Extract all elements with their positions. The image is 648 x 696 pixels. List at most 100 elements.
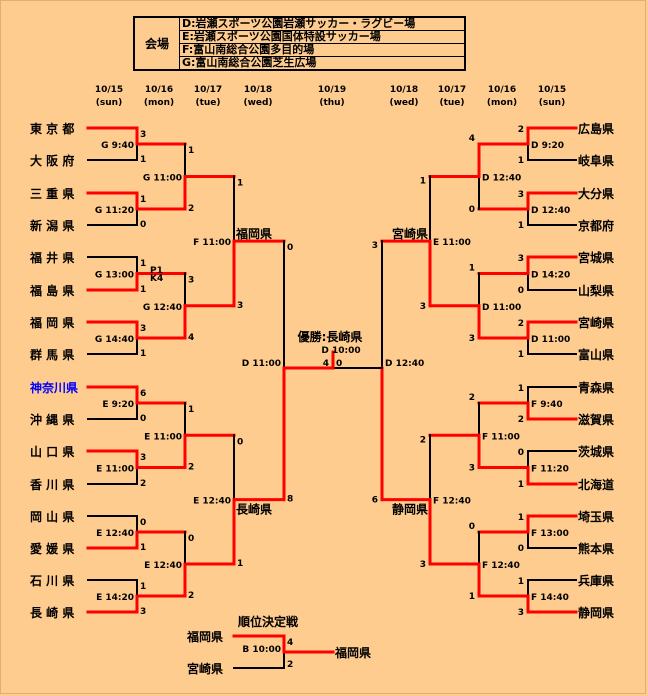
left-team-name: 神奈川県 [30, 380, 78, 395]
left-team-name: 岡 山 県 [30, 509, 74, 524]
right-r2-score-top: 0 [469, 522, 475, 532]
left-team-name: 東 京 都 [30, 121, 74, 136]
right-team-name: 北海道 [578, 477, 614, 492]
left-team-name: 三 重 県 [30, 186, 74, 201]
third-place-score-top: 4 [287, 638, 293, 648]
right-team-name: 宮崎県 [578, 315, 614, 330]
right-r1-score-bottom: 1 [518, 350, 524, 360]
left-r1-match-3-score-bottom: 1 [140, 285, 146, 295]
right-r1-score-bottom: 1 [518, 221, 524, 231]
right-r2-score-bottom: 3 [469, 464, 475, 474]
right-r1-score-bottom: 0 [518, 286, 524, 296]
right-r1-score-bottom: 1 [518, 156, 524, 166]
right-r3-score-top: 1 [420, 177, 426, 187]
left-r2-time: E 11:00 [144, 432, 182, 442]
left-r3-time: E 12:40 [193, 497, 231, 507]
left-team-name: 山 口 県 [30, 444, 74, 459]
penalty-note: P1 [150, 266, 163, 276]
left-r2-time: G 12:40 [143, 303, 182, 313]
right-r1-score-top: 3 [518, 190, 524, 200]
final-time: D 10:00 [321, 346, 360, 356]
left-team-name: 長 崎 県 [30, 605, 74, 620]
date-column-4: 10/19(thu) [309, 84, 355, 110]
right-team-name: 山梨県 [578, 283, 614, 298]
right-r2-score-top: 2 [469, 393, 475, 403]
left-r1-match-3-score-top: 1 [140, 259, 146, 269]
right-r2-score-bottom: 0 [469, 205, 475, 215]
right-r1-score-bottom: 0 [518, 544, 524, 554]
right-r2-score-top: 1 [469, 264, 475, 274]
left-r3-winner-name: 福岡県 [235, 226, 272, 241]
left-r3-score-bottom: 3 [237, 301, 243, 311]
left-r3-time: F 11:00 [193, 238, 231, 248]
date-column-6: 10/17(tue) [429, 84, 475, 110]
right-team-name: 富山県 [578, 347, 614, 362]
day-label: (thu) [319, 98, 345, 108]
day-label: (wed) [389, 98, 419, 108]
right-team-name: 静岡県 [578, 605, 614, 620]
left-r1-match-5-score-bottom: 0 [140, 414, 146, 424]
right-r3-score-bottom: 3 [420, 302, 426, 312]
right-r1-time: D 9:20 [531, 141, 564, 151]
venue-f: F:富山南総合公園多目的場 [179, 43, 466, 57]
right-r2-time: D 11:00 [482, 303, 521, 313]
date-column-1: 10/16(mon) [136, 84, 182, 110]
right-r1-score-bottom: 3 [518, 608, 524, 618]
day-label: (wed) [243, 98, 273, 108]
left-r1-match-1-time: G 9:40 [101, 141, 134, 151]
right-team-name: 広島県 [578, 121, 614, 136]
left-team-name: 群 馬 県 [29, 347, 74, 362]
left-r1-match-1-score-bottom: 1 [140, 155, 146, 165]
left-r1-match-2-time: G 11:20 [95, 206, 134, 216]
right-r2-score-bottom: 1 [469, 592, 475, 602]
left-r1-match-5-time: E 9:20 [102, 400, 134, 410]
venue-g: G:富山南総合公園芝生広場 [179, 56, 466, 71]
date-label: 10/16 [144, 85, 174, 95]
right-r1-score-top: 1 [518, 577, 524, 587]
date-column-5: 10/18(wed) [381, 84, 427, 110]
right-r2-score-bottom: 3 [469, 334, 475, 344]
left-team-name: 香 川 県 [29, 477, 74, 492]
date-label: 10/17 [437, 85, 467, 95]
left-r2-score-bottom: 2 [188, 463, 194, 473]
date-label: 10/16 [487, 85, 517, 95]
right-r2-time: D 12:40 [482, 174, 521, 184]
date-column-3: 10/18(wed) [235, 84, 281, 110]
left-team-name: 沖 縄 県 [30, 412, 74, 427]
left-r1-match-4-time: G 14:40 [95, 335, 134, 345]
date-column-2: 10/17(tue) [185, 84, 231, 110]
left-r2-score-top: 3 [188, 276, 194, 286]
left-team-name: 愛 媛 県 [30, 541, 74, 556]
left-r1-match-5-score-top: 6 [140, 389, 146, 399]
right-r1-score-top: 2 [518, 319, 524, 329]
left-r3-score-bottom: 1 [237, 559, 243, 569]
right-r3-score-top: 2 [420, 435, 426, 445]
right-team-name: 兵庫県 [578, 573, 614, 588]
third-place-title: 順位決定戦 [237, 614, 299, 629]
date-column-0: 10/15(sun) [86, 84, 132, 110]
left-r1-match-7-score-bottom: 1 [140, 543, 146, 553]
right-r1-score-bottom: 2 [518, 415, 524, 425]
left-r2-score-bottom: 4 [188, 333, 194, 343]
left-team-name: 福 島 県 [29, 283, 74, 298]
right-team-name: 宮城県 [578, 250, 614, 265]
left-r1-match-2-score-top: 1 [140, 195, 146, 205]
right-r1-score-top: 3 [518, 254, 524, 264]
right-r2-time: F 11:00 [482, 432, 520, 442]
final-score-left: 4 [323, 359, 329, 369]
right-r3-time: E 11:00 [433, 238, 471, 248]
left-r2-score-top: 1 [188, 405, 194, 415]
left-r1-match-2-score-bottom: 0 [140, 220, 146, 230]
venue-legend: 会場 D:岩瀬スポーツ公園岩瀬サッカー・ラグビー場 E:岩瀬スポーツ公園国体特設… [133, 16, 466, 71]
right-r1-score-top: 1 [518, 384, 524, 394]
day-label: (sun) [538, 98, 566, 108]
right-team-name: 青森県 [578, 380, 614, 395]
right-r1-score-bottom: 1 [518, 480, 524, 490]
left-r2-score-bottom: 2 [188, 204, 194, 214]
left-r2-score-top: 0 [188, 534, 194, 544]
final-score-right: 0 [336, 359, 342, 369]
left-r2-score-bottom: 2 [188, 591, 194, 601]
right-team-name: 京都府 [578, 218, 614, 233]
right-r1-time: D 14:20 [531, 271, 570, 281]
